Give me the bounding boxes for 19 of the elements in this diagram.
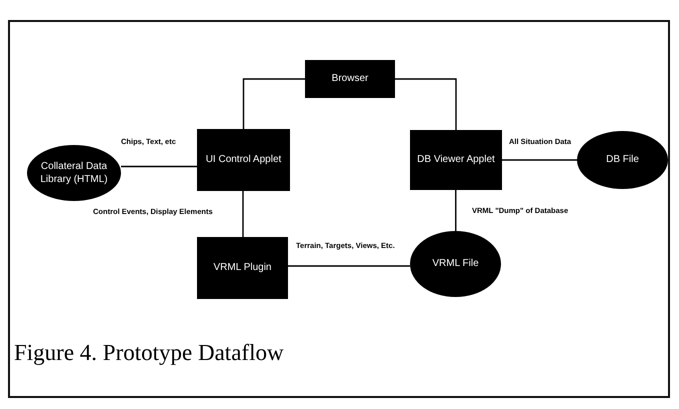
node-label: VRML File [432, 257, 479, 271]
node-label: DB File [606, 153, 639, 167]
connector-line [242, 191, 244, 237]
node-label: UI Control Applet [206, 153, 282, 167]
node-label: Collateral Data Library (HTML) [39, 160, 109, 186]
connector-line [121, 166, 197, 168]
connector-line [502, 159, 577, 161]
process-box [410, 130, 502, 190]
node-label: VRML Plugin [214, 261, 272, 275]
process-box [305, 60, 395, 98]
node-label: Browser [332, 72, 368, 86]
connector-line [288, 265, 410, 267]
node-label: DB Viewer Applet [417, 153, 495, 167]
connector-line [455, 190, 456, 231]
figure-caption: Figure 4. Prototype Dataflow [14, 340, 284, 366]
process-box [197, 129, 290, 191]
connector-line [242, 78, 305, 129]
process-box [197, 237, 288, 299]
connector-line [395, 78, 457, 130]
